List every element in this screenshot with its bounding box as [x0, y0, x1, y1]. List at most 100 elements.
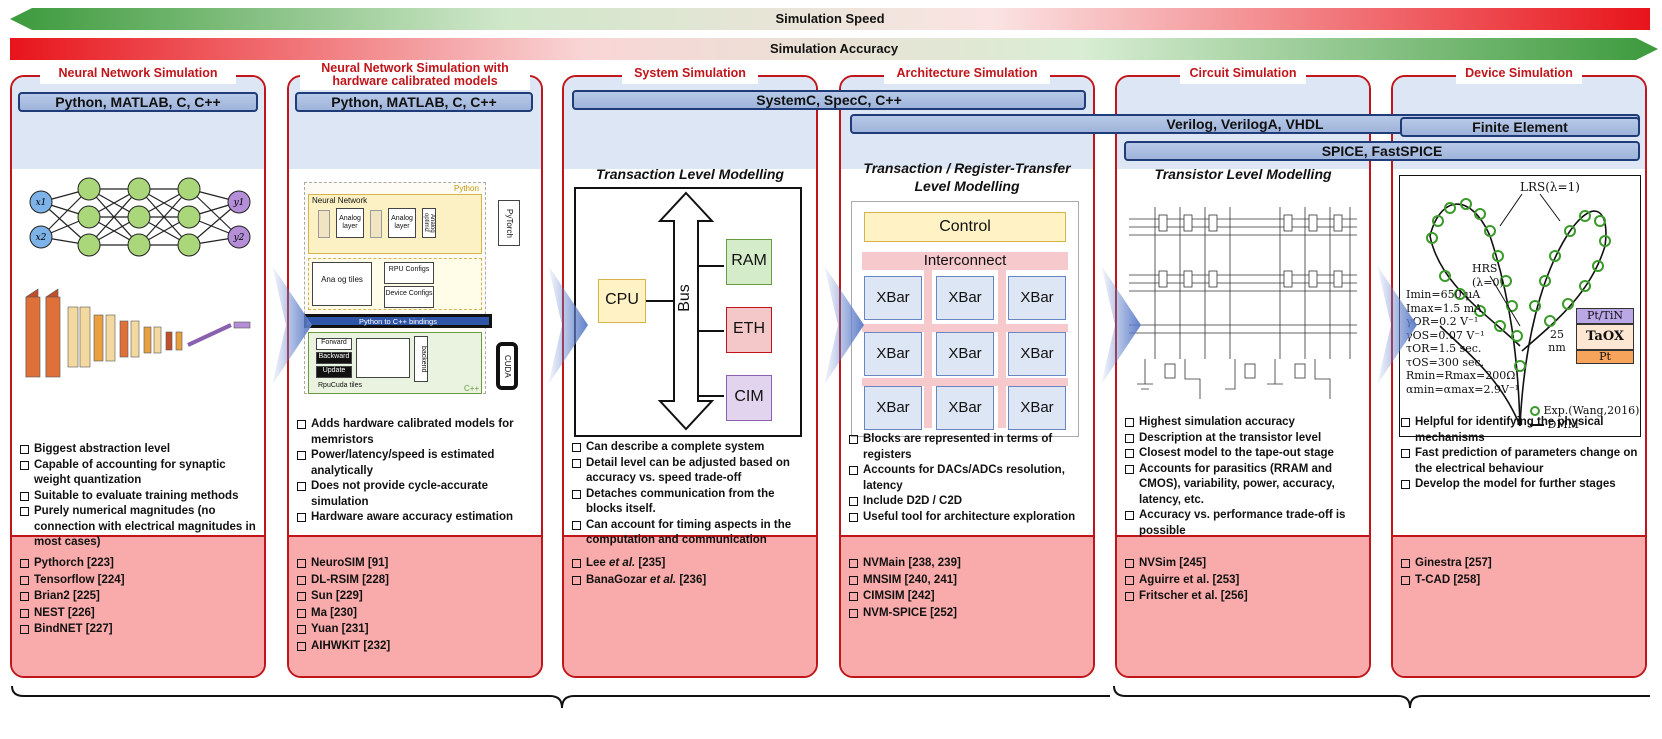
nnhw-bullet-list: Adds hardware calibrated models for memr…	[297, 417, 537, 526]
cpp-label: C++	[464, 384, 480, 393]
tools-python-bar-2: Python, MATLAB, C, C++	[295, 92, 533, 112]
cnn-layers-illustration	[25, 288, 251, 378]
xbar-box: XBar	[1008, 332, 1066, 376]
control-box: Control	[864, 212, 1066, 242]
sys-bullet-list: Can describe a complete system Detail le…	[572, 440, 812, 549]
analog-optimizer-box: Analog optimiz	[422, 208, 436, 238]
reference-item: MNSIM [240, 241]	[849, 572, 961, 589]
title-nn-hardware-line2: hardware calibrated models	[332, 74, 498, 88]
tools-python-bar: Python, MATLAB, C, C++	[18, 92, 258, 112]
reference-item: Fritscher et al. [256]	[1125, 588, 1248, 605]
sys-reference-list: Lee et al. [235] BanaGozar et al. [236]	[572, 555, 706, 588]
reference-item: NEST [226]	[20, 605, 125, 622]
param-line: Imin=650 μA	[1406, 288, 1481, 301]
reference-item: CIMSIM [242]	[849, 588, 961, 605]
hrs-label: HRS	[1472, 262, 1498, 275]
device-plot: LRS(λ=1) HRS (λ=0) Imin=650 μA Imax=1.5 …	[1399, 175, 1641, 437]
stack-bottom-layer: Pt	[1576, 350, 1634, 364]
aihwkit-diagram: Python Neural Network Analog layer Analo…	[304, 182, 534, 397]
rpu-configs-box: RPU Configs	[384, 262, 434, 284]
tools-spice-bar: SPICE, FastSPICE	[1124, 141, 1640, 161]
bullet-item: Suitable to evaluate training methods	[20, 489, 260, 505]
reference-item: Lee et al. [235]	[572, 555, 706, 572]
backward-box: Backward	[316, 352, 352, 364]
bullet-item: Can describe a complete system	[572, 440, 812, 456]
reference-item: Sun [229]	[297, 588, 390, 605]
simulation-speed-arrow: Simulation Speed	[10, 8, 1650, 30]
xbar-box: XBar	[864, 276, 922, 320]
title-architecture-simulation: Architecture Simulation	[884, 66, 1050, 84]
bullet-item: Useful tool for architecture exploration	[849, 510, 1089, 526]
title-neural-network: Neural Network Simulation	[40, 66, 236, 84]
simulation-accuracy-label: Simulation Accuracy	[769, 41, 899, 56]
pytorch-box: PyTorch	[498, 200, 520, 246]
bullet-item: Purely numerical magnitudes (no connecti…	[20, 504, 260, 551]
bullet-item: Adds hardware calibrated models for memr…	[297, 417, 537, 448]
transistor-heading: Transistor Level Modelling	[1154, 166, 1332, 182]
bullet-item: Accuracy vs. performance trade-off is po…	[1125, 508, 1365, 539]
analog-tiles-box: Ana og tiles	[312, 262, 372, 306]
reference-item: Tensorflow [224]	[20, 572, 125, 589]
stack-oxide-layer: TaOX	[1576, 324, 1634, 350]
reference-item: Yuan [231]	[297, 621, 390, 638]
reference-item: NeuroSIM [91]	[297, 555, 390, 572]
circle-marker-icon	[1530, 406, 1540, 416]
xbar-box: XBar	[936, 276, 994, 320]
tlm-diagram: CPU Bus RAM ETH CIM	[574, 187, 802, 437]
bullet-item: Description at the transistor level	[1125, 431, 1365, 447]
bullet-item: Include D2D / C2D	[849, 494, 1089, 510]
panel-device-simulation: LRS(λ=1) HRS (λ=0) Imin=650 μA Imax=1.5 …	[1391, 75, 1647, 678]
legend-dmm-label: DMM	[1547, 418, 1579, 431]
thickness-label: 25 nm	[1548, 328, 1566, 354]
analog-layer-box: Analog layer	[336, 208, 364, 238]
nnhw-reference-list: NeuroSIM [91] DL-RSIM [228] Sun [229] Ma…	[297, 555, 390, 654]
bullet-item: Highest simulation accuracy	[1125, 415, 1365, 431]
bullet-item: Blocks are represented in terms of regis…	[849, 432, 1089, 463]
circuit-bullet-list: Highest simulation accuracy Description …	[1125, 415, 1365, 539]
transistor-schematic	[1129, 207, 1357, 399]
title-nn-hardware: Neural Network Simulation with hardware …	[300, 62, 530, 90]
update-box: Update	[316, 366, 352, 378]
references-area	[1117, 535, 1369, 676]
input-node-2: x2	[36, 233, 47, 243]
bullet-item: Fast prediction of parameters change on …	[1401, 446, 1641, 477]
bullet-item: Biggest abstraction level	[20, 442, 260, 458]
bullet-item: Can account for timing aspects in the co…	[572, 518, 812, 549]
param-line: γOS=0.07 V⁻¹	[1406, 328, 1485, 342]
device-configs-box: Device Configs	[384, 286, 434, 308]
output-node-1: y1	[233, 198, 245, 208]
cuda-box: CUDA	[496, 342, 518, 390]
bindings-bar: Python to C++ bindings	[304, 314, 492, 328]
reference-item: Aguirre et al. [253]	[1125, 572, 1248, 589]
param-line: αmin=αmax=2.9V⁻¹	[1406, 382, 1520, 396]
rtl-heading: Transaction / Register-Transfer Level Mo…	[841, 159, 1093, 195]
bullet-item: Accounts for DACs/ADCs resolution, laten…	[849, 463, 1089, 494]
interconnect-label: Interconnect	[923, 252, 1007, 269]
reference-item: DL-RSIM [228]	[297, 572, 390, 589]
reference-item: Pythorch [223]	[20, 555, 125, 572]
title-nn-hardware-line1: Neural Network Simulation with	[321, 61, 509, 75]
analog-layer-box-2: Analog layer	[388, 208, 416, 238]
device-reference-list: Ginestra [257] T-CAD [258]	[1401, 555, 1492, 588]
nn-reference-list: Pythorch [223] Tensorflow [224] Brian2 […	[20, 555, 125, 638]
tools-finite-element-bar: Finite Element	[1400, 117, 1640, 137]
tool-band	[289, 77, 541, 169]
param-line: γOR=0.2 V⁻¹	[1406, 315, 1479, 328]
reference-item: NVMain [238, 239]	[849, 555, 961, 572]
reference-item: Ginestra [257]	[1401, 555, 1492, 572]
bullet-item: Capable of accounting for synaptic weigh…	[20, 458, 260, 489]
param-line: τOR=1.5 sec.	[1406, 342, 1482, 355]
cim-box: CIM	[726, 375, 772, 421]
references-area	[289, 535, 541, 676]
bullet-item: Does not provide cycle-accurate simulati…	[297, 479, 537, 510]
nn-bullet-list: Biggest abstraction level Capable of acc…	[20, 442, 260, 551]
ram-box: RAM	[726, 239, 772, 285]
xbar-box: XBar	[1008, 386, 1066, 430]
references-area	[841, 535, 1093, 676]
xbar-box: XBar	[936, 386, 994, 430]
bullet-item: Closest model to the tape-out stage	[1125, 446, 1365, 462]
bullet-item: Power/latency/speed is estimated analyti…	[297, 448, 537, 479]
panel-circuit-simulation: Transistor Level Modelling Highest simul…	[1115, 75, 1371, 678]
bottom-braces	[11, 685, 1650, 709]
param-line: τOS=300 sec.	[1406, 355, 1485, 369]
